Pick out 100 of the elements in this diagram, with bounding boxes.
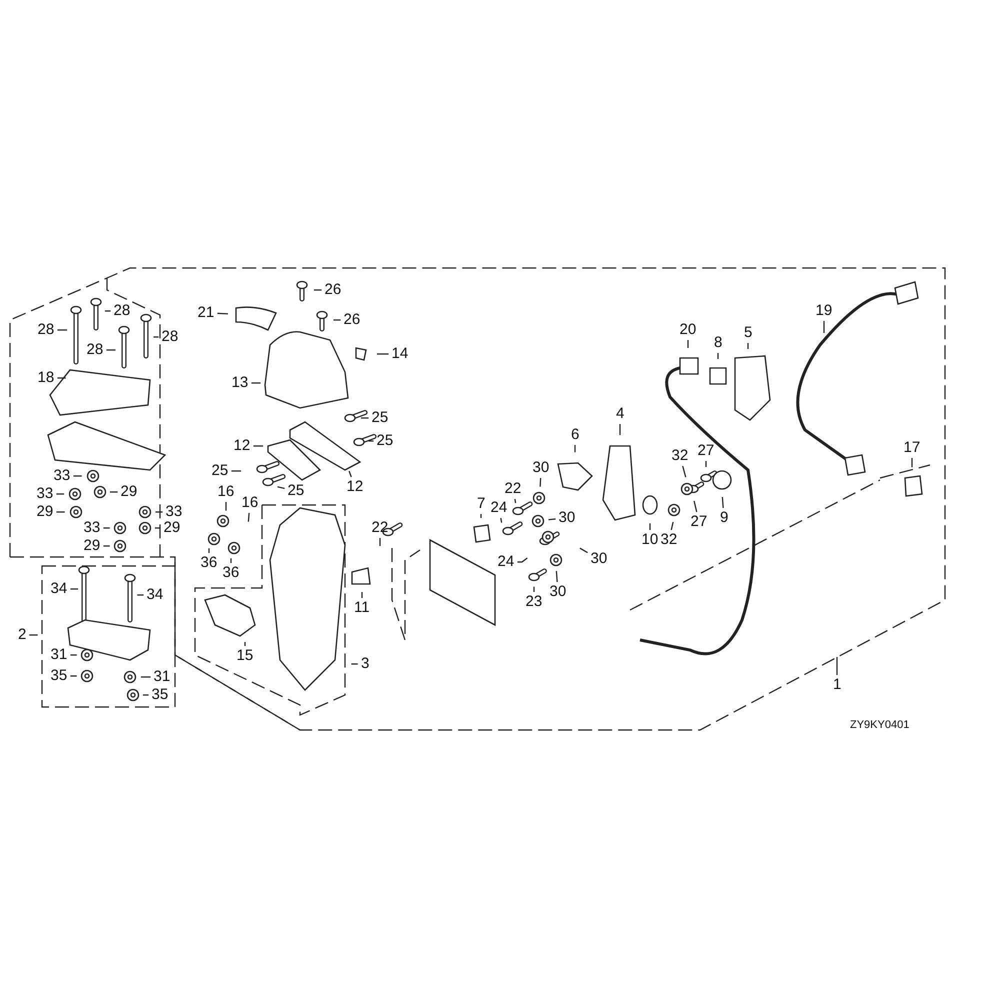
leader-line (56, 493, 64, 495)
leader-line (73, 475, 82, 477)
callout-number: 3 (361, 655, 370, 673)
callout-number: 28 (162, 328, 178, 346)
callout-number: 33 (36, 485, 54, 503)
leader-line (514, 498, 516, 504)
leader-line (154, 527, 161, 529)
callout-number: 17 (904, 439, 920, 457)
drawing-code: ZY9KY0401 (850, 719, 910, 731)
leader-line (231, 470, 242, 472)
leader-line (705, 461, 707, 467)
callout-number: 30 (550, 583, 566, 601)
leader-line (277, 486, 285, 489)
leader-line (56, 511, 65, 513)
leader-line (70, 654, 77, 656)
callout-number: 13 (232, 374, 248, 392)
callout-number: 16 (242, 494, 258, 512)
leader-line (244, 642, 246, 646)
leader-line (517, 558, 528, 563)
leader-line (140, 676, 151, 678)
callout-number: 34 (50, 580, 68, 598)
leader-line (251, 382, 260, 384)
callout-number: 26 (344, 311, 360, 329)
leader-line (351, 663, 358, 665)
callout-number: 19 (816, 302, 832, 320)
callout-number: 24 (498, 553, 514, 571)
callout-number: 30 (532, 459, 550, 477)
leader-line (70, 675, 77, 677)
callout-number: 16 (218, 483, 234, 501)
leader-line (747, 343, 749, 349)
callout-number: 29 (120, 483, 138, 501)
leader-line (103, 527, 110, 529)
leader-line (687, 340, 689, 348)
leader-line (533, 586, 535, 592)
leader-line (377, 353, 389, 355)
callout-number: 5 (744, 324, 752, 342)
callout-number: 8 (714, 334, 722, 352)
leader-line (57, 377, 66, 379)
leader-line (619, 424, 621, 435)
callout-number: 25 (212, 462, 228, 480)
leader-line (230, 558, 232, 563)
leader-line (253, 445, 264, 447)
leader-line (722, 496, 724, 508)
callout-number: 29 (36, 503, 54, 521)
callout-number: 29 (164, 519, 180, 537)
leader-line (103, 545, 110, 547)
callout-number: 33 (166, 503, 182, 521)
callout-number: 24 (490, 499, 508, 517)
callout-number: 36 (200, 554, 218, 572)
leader-line (682, 466, 686, 478)
leader-line (580, 548, 588, 554)
leader-line (540, 478, 542, 487)
callout-number: 33 (54, 467, 70, 485)
leader-line (348, 470, 352, 478)
callout-number: 30 (590, 550, 608, 568)
leader-line (208, 548, 210, 553)
callout-number: 36 (222, 564, 240, 582)
callout-number: 23 (526, 593, 542, 611)
callout-number: 15 (236, 647, 254, 665)
callout-number: 31 (154, 668, 170, 686)
callout-number: 14 (392, 345, 408, 363)
callout-number: 11 (354, 599, 370, 617)
callout-number: 6 (571, 426, 580, 444)
callout-number: 25 (288, 482, 304, 500)
callout-number: 28 (114, 302, 130, 320)
callout-number: 25 (376, 432, 394, 450)
callout-number: 2 (18, 626, 26, 644)
leader-line (29, 634, 38, 636)
callout-number: 22 (372, 519, 388, 537)
callout-number: 18 (38, 369, 54, 387)
leader-line (142, 694, 149, 696)
leader-line (649, 523, 651, 530)
leader-line (156, 511, 163, 513)
leader-line (911, 458, 913, 468)
callout-number: 12 (234, 437, 250, 455)
leader-line (480, 514, 482, 518)
leader-line (334, 319, 341, 321)
leader-line (548, 518, 556, 520)
callout-number: 35 (50, 667, 68, 685)
leader-line (106, 349, 116, 351)
callout-number: 1 (833, 676, 842, 694)
callout-number: 30 (558, 509, 576, 527)
leader-line (137, 594, 144, 596)
leader-line (154, 336, 159, 338)
callout-number: 22 (504, 480, 522, 498)
callout-number: 10 (642, 531, 658, 549)
callout-number: 31 (50, 646, 68, 664)
callout-number: 29 (84, 537, 100, 555)
leader-line (694, 500, 698, 512)
leader-line (248, 512, 250, 522)
callout-number: 20 (680, 321, 696, 339)
callout-number: 25 (372, 409, 388, 427)
leader-line (556, 570, 558, 582)
leader-line (360, 417, 369, 419)
callout-number: 27 (698, 442, 714, 460)
callout-number: 21 (198, 304, 214, 322)
leader-line (368, 440, 374, 442)
callout-number: 33 (84, 519, 100, 537)
leader-line (225, 502, 227, 511)
callout-number: 32 (660, 531, 678, 549)
